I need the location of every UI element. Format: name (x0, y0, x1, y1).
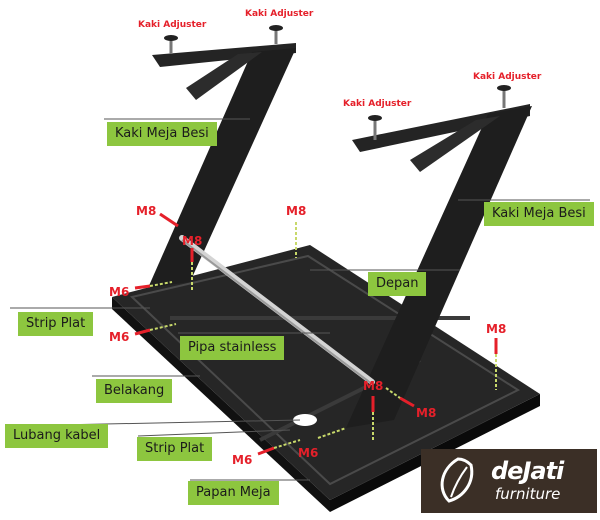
bolt-m6-b-icon (134, 323, 177, 336)
cable-hole (293, 414, 317, 426)
label-strip-plat-left: Strip Plat (18, 312, 94, 336)
left-leg-column (148, 48, 296, 288)
adjuster-label-4: Kaki Adjuster (473, 72, 542, 82)
stainless-pipe (179, 235, 375, 385)
adjuster-label-3: Kaki Adjuster (343, 99, 412, 109)
adjuster-3-icon (368, 115, 382, 140)
adjuster-label-1: Kaki Adjuster (138, 20, 207, 30)
table-top-side (112, 297, 330, 512)
right-leg-top-bar (352, 104, 530, 152)
bolt-label-m6-a: M6 (109, 285, 130, 299)
bolt-label-m8-a: M8 (136, 204, 157, 218)
label-papan-meja: Papan Meja (188, 481, 279, 505)
bolt-label-m6-c: M6 (232, 453, 253, 467)
label-lubang-kabel: Lubang kabel (5, 424, 109, 448)
right-leg-brace (410, 116, 500, 172)
adjuster-label-2: Kaki Adjuster (245, 9, 314, 19)
brand-name: deJati (491, 457, 564, 485)
right-leg-column (346, 106, 532, 428)
label-strip-plat-bottom: Strip Plat (137, 437, 213, 461)
bolt-label-m8-b: M8 (182, 234, 203, 248)
bolt-label-m8-e: M8 (363, 379, 384, 393)
bolt-m8-a-icon (159, 212, 179, 228)
label-depan: Depan (368, 272, 427, 296)
leaf-icon (440, 457, 474, 503)
table-top-inner (129, 254, 521, 486)
bolt-label-m6-b: M6 (109, 330, 130, 344)
stainless-pipe-shade (181, 239, 373, 385)
label-pipa-stainless: Pipa stainless (180, 336, 285, 360)
bolt-label-m8-d: M8 (486, 322, 507, 336)
label-belakang: Belakang (96, 379, 173, 403)
left-leg-brace (186, 52, 262, 100)
left-leg-top-bar (152, 43, 296, 67)
label-kaki-meja-besi-right: Kaki Meja Besi (484, 202, 594, 226)
brand-sub: furniture (495, 485, 561, 503)
brand-logo: deJati furniture (421, 449, 597, 513)
bolt-m6-a-icon (134, 281, 173, 290)
bolt-label-m8-f: M8 (416, 406, 437, 420)
bolt-m6-c-icon (257, 439, 301, 456)
adjuster-1-icon (164, 35, 178, 54)
bolt-label-m8-c: M8 (286, 204, 307, 218)
bolt-m8-f-icon (385, 387, 415, 408)
table-top-surface (112, 245, 540, 500)
label-kaki-meja-besi-left: Kaki Meja Besi (107, 122, 217, 146)
bolt-label-m6-d: M6 (298, 446, 319, 460)
adjuster-4-icon (497, 85, 511, 108)
adjuster-2-icon (269, 25, 283, 44)
